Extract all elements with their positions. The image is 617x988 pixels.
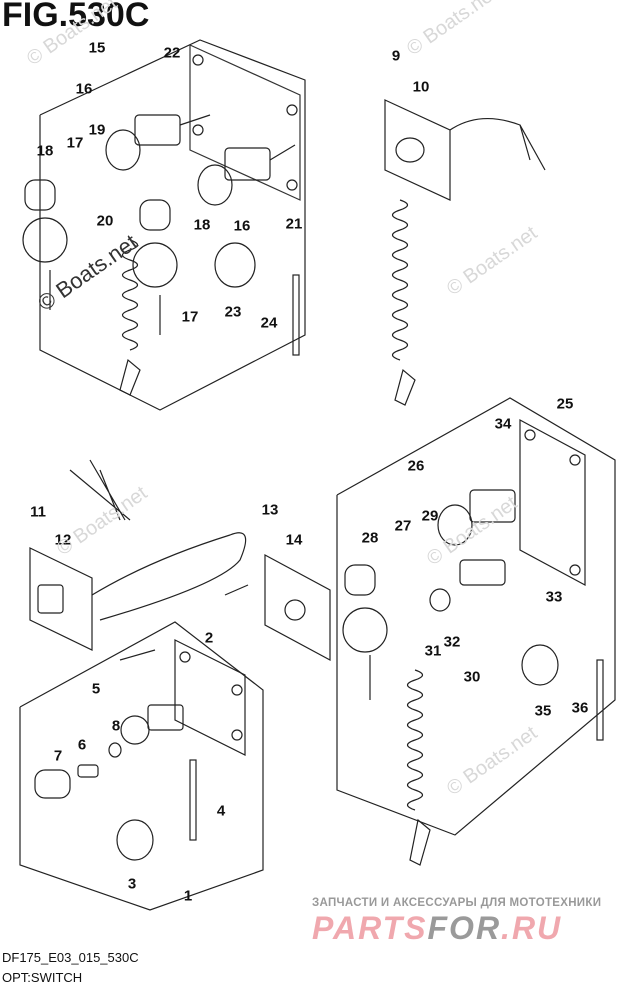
callout-30: 30 xyxy=(463,668,481,686)
callout-15: 15 xyxy=(88,39,106,57)
callout-19: 19 xyxy=(88,121,106,139)
ignition-switch-16b xyxy=(197,144,296,206)
callout-14: 14 xyxy=(285,531,303,549)
callout-31: 31 xyxy=(424,642,442,660)
callout-13: 13 xyxy=(261,501,279,519)
callout-9: 9 xyxy=(391,47,401,65)
mounting-plate-21 xyxy=(189,44,301,201)
callout-26: 26 xyxy=(407,457,425,475)
callout-29: 29 xyxy=(421,507,439,525)
callout-36: 36 xyxy=(571,699,589,717)
callout-1: 1 xyxy=(183,887,193,905)
callout-33: 33 xyxy=(545,588,563,606)
callout-25: 25 xyxy=(556,395,574,413)
callout-6: 6 xyxy=(77,736,87,754)
switch-13 xyxy=(224,553,331,662)
callout-21: 21 xyxy=(285,215,303,233)
callout-16: 16 xyxy=(233,217,251,235)
callout-5: 5 xyxy=(91,680,101,698)
promo-logo[interactable]: PARTSFOR.RU xyxy=(312,910,562,947)
callout-18: 18 xyxy=(193,216,211,234)
callout-20: 20 xyxy=(96,212,114,230)
figure-subtitle: OPT:SWITCH xyxy=(2,970,83,985)
callout-3: 3 xyxy=(127,875,137,893)
callout-17: 17 xyxy=(66,134,84,152)
group-frame-25 xyxy=(336,397,616,866)
group-frame-15 xyxy=(39,39,306,411)
promo-tagline: ЗАПЧАСТИ И АКСЕССУАРЫ ДЛЯ МОТОТЕХНИКИ xyxy=(312,897,602,909)
callout-16: 16 xyxy=(75,80,93,98)
callout-22: 22 xyxy=(163,44,181,62)
ignition-switch-16a xyxy=(105,114,211,171)
cap-23 xyxy=(214,242,256,288)
logo-part-parts: PARTS xyxy=(312,910,428,946)
callout-8: 8 xyxy=(111,717,121,735)
key-18b xyxy=(132,199,178,335)
callout-18: 18 xyxy=(36,142,54,160)
callout-28: 28 xyxy=(361,529,379,547)
callout-23: 23 xyxy=(224,303,242,321)
switch-11 xyxy=(29,459,247,651)
callout-10: 10 xyxy=(412,78,430,96)
logo-part-for: FOR xyxy=(427,910,502,946)
lanyard-cord-20 xyxy=(119,239,141,396)
callout-17: 17 xyxy=(181,308,199,326)
logo-part-ru: .RU xyxy=(501,910,563,946)
callout-34: 34 xyxy=(494,415,512,433)
callout-7: 7 xyxy=(53,747,63,765)
callout-2: 2 xyxy=(204,629,214,647)
callout-35: 35 xyxy=(534,702,552,720)
callout-27: 27 xyxy=(394,517,412,535)
key-18a xyxy=(22,179,68,310)
callout-11: 11 xyxy=(30,503,46,521)
cable-tie-24 xyxy=(292,274,300,356)
figure-title: FIG.530C xyxy=(2,0,150,34)
callout-12: 12 xyxy=(54,531,72,549)
callout-32: 32 xyxy=(443,633,461,651)
switch-9 xyxy=(384,99,546,406)
callout-4: 4 xyxy=(216,802,226,820)
group-frame-1 xyxy=(19,621,264,911)
callout-24: 24 xyxy=(260,314,278,332)
figure-code: DF175_E03_015_530C xyxy=(2,950,139,965)
